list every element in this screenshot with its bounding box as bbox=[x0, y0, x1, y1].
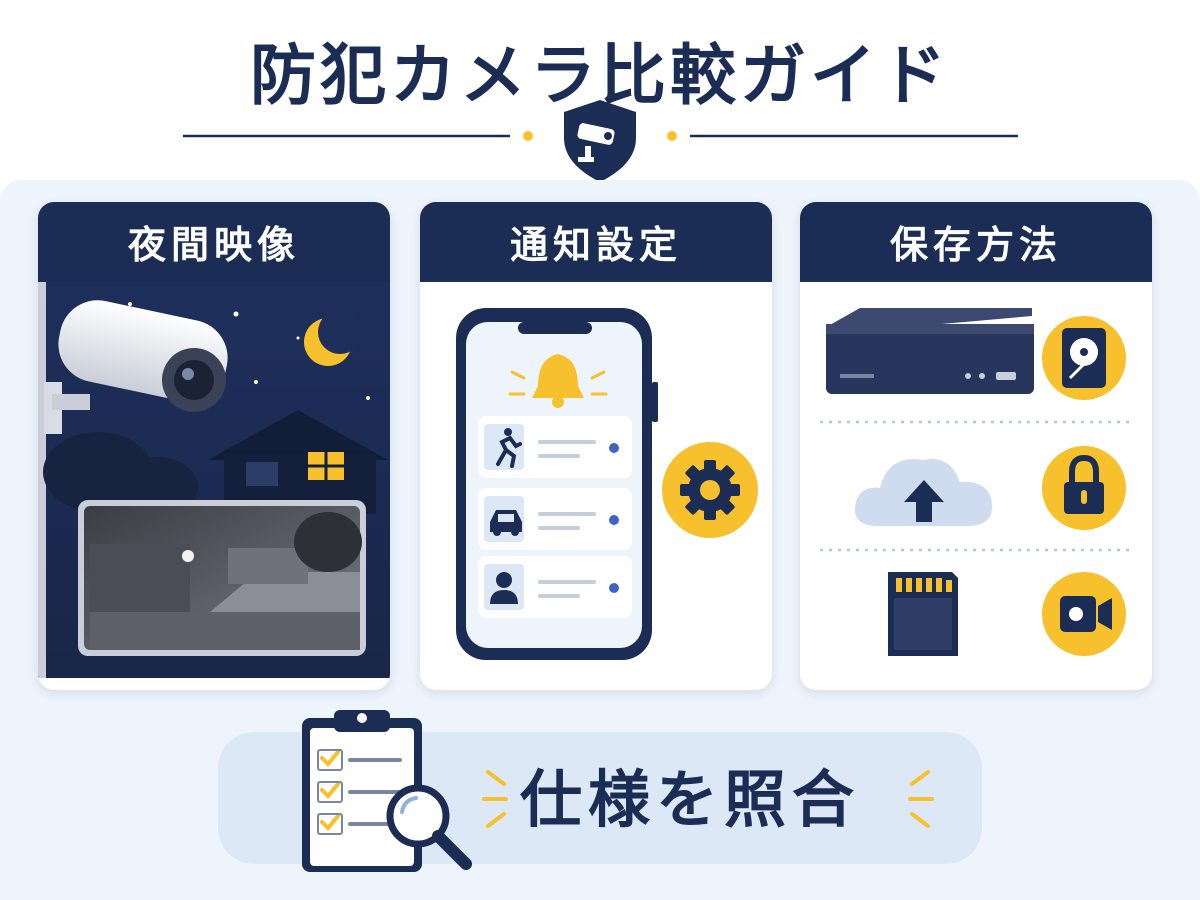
notification-row bbox=[478, 488, 632, 550]
card-storage-methods: 保存方法 bbox=[800, 202, 1152, 690]
bell-icon bbox=[508, 354, 608, 408]
card-heading: 夜間映像 bbox=[38, 202, 390, 282]
night-scene-illustration bbox=[38, 282, 390, 678]
recorder-device-icon bbox=[826, 308, 1034, 394]
running-person-icon bbox=[496, 428, 522, 468]
spec-check-label: 仕様を照合 bbox=[520, 763, 861, 836]
cloud-upload-icon bbox=[854, 458, 993, 526]
storage-illustration bbox=[820, 308, 1132, 656]
card-heading: 保存方法 bbox=[800, 202, 1152, 282]
moon-icon bbox=[304, 310, 362, 366]
notification-row bbox=[478, 556, 632, 618]
title-divider bbox=[183, 100, 1018, 180]
sparkle-right-decoration bbox=[908, 770, 934, 828]
camera-feed-screen bbox=[78, 500, 366, 656]
magnifier-icon bbox=[386, 784, 472, 870]
stars-decoration bbox=[128, 302, 370, 400]
sd-card-icon bbox=[888, 572, 958, 656]
security-camera-icon bbox=[44, 300, 228, 434]
card-heading: 通知設定 bbox=[420, 202, 772, 282]
clipboard-checklist-icon bbox=[302, 710, 472, 872]
gear-icon bbox=[662, 442, 758, 538]
sparkle-left-decoration bbox=[482, 770, 508, 828]
shield-camera-icon bbox=[564, 100, 636, 180]
person-icon bbox=[490, 572, 518, 604]
card-night-video: 夜間映像 bbox=[38, 202, 390, 690]
notification-illustration bbox=[456, 308, 758, 660]
card-notification-settings: 通知設定 bbox=[420, 202, 772, 690]
lock-icon bbox=[1042, 446, 1126, 530]
car-icon bbox=[490, 510, 522, 536]
video-camera-icon bbox=[1042, 572, 1126, 656]
hard-drive-icon bbox=[1042, 316, 1126, 400]
notification-row bbox=[478, 416, 632, 478]
